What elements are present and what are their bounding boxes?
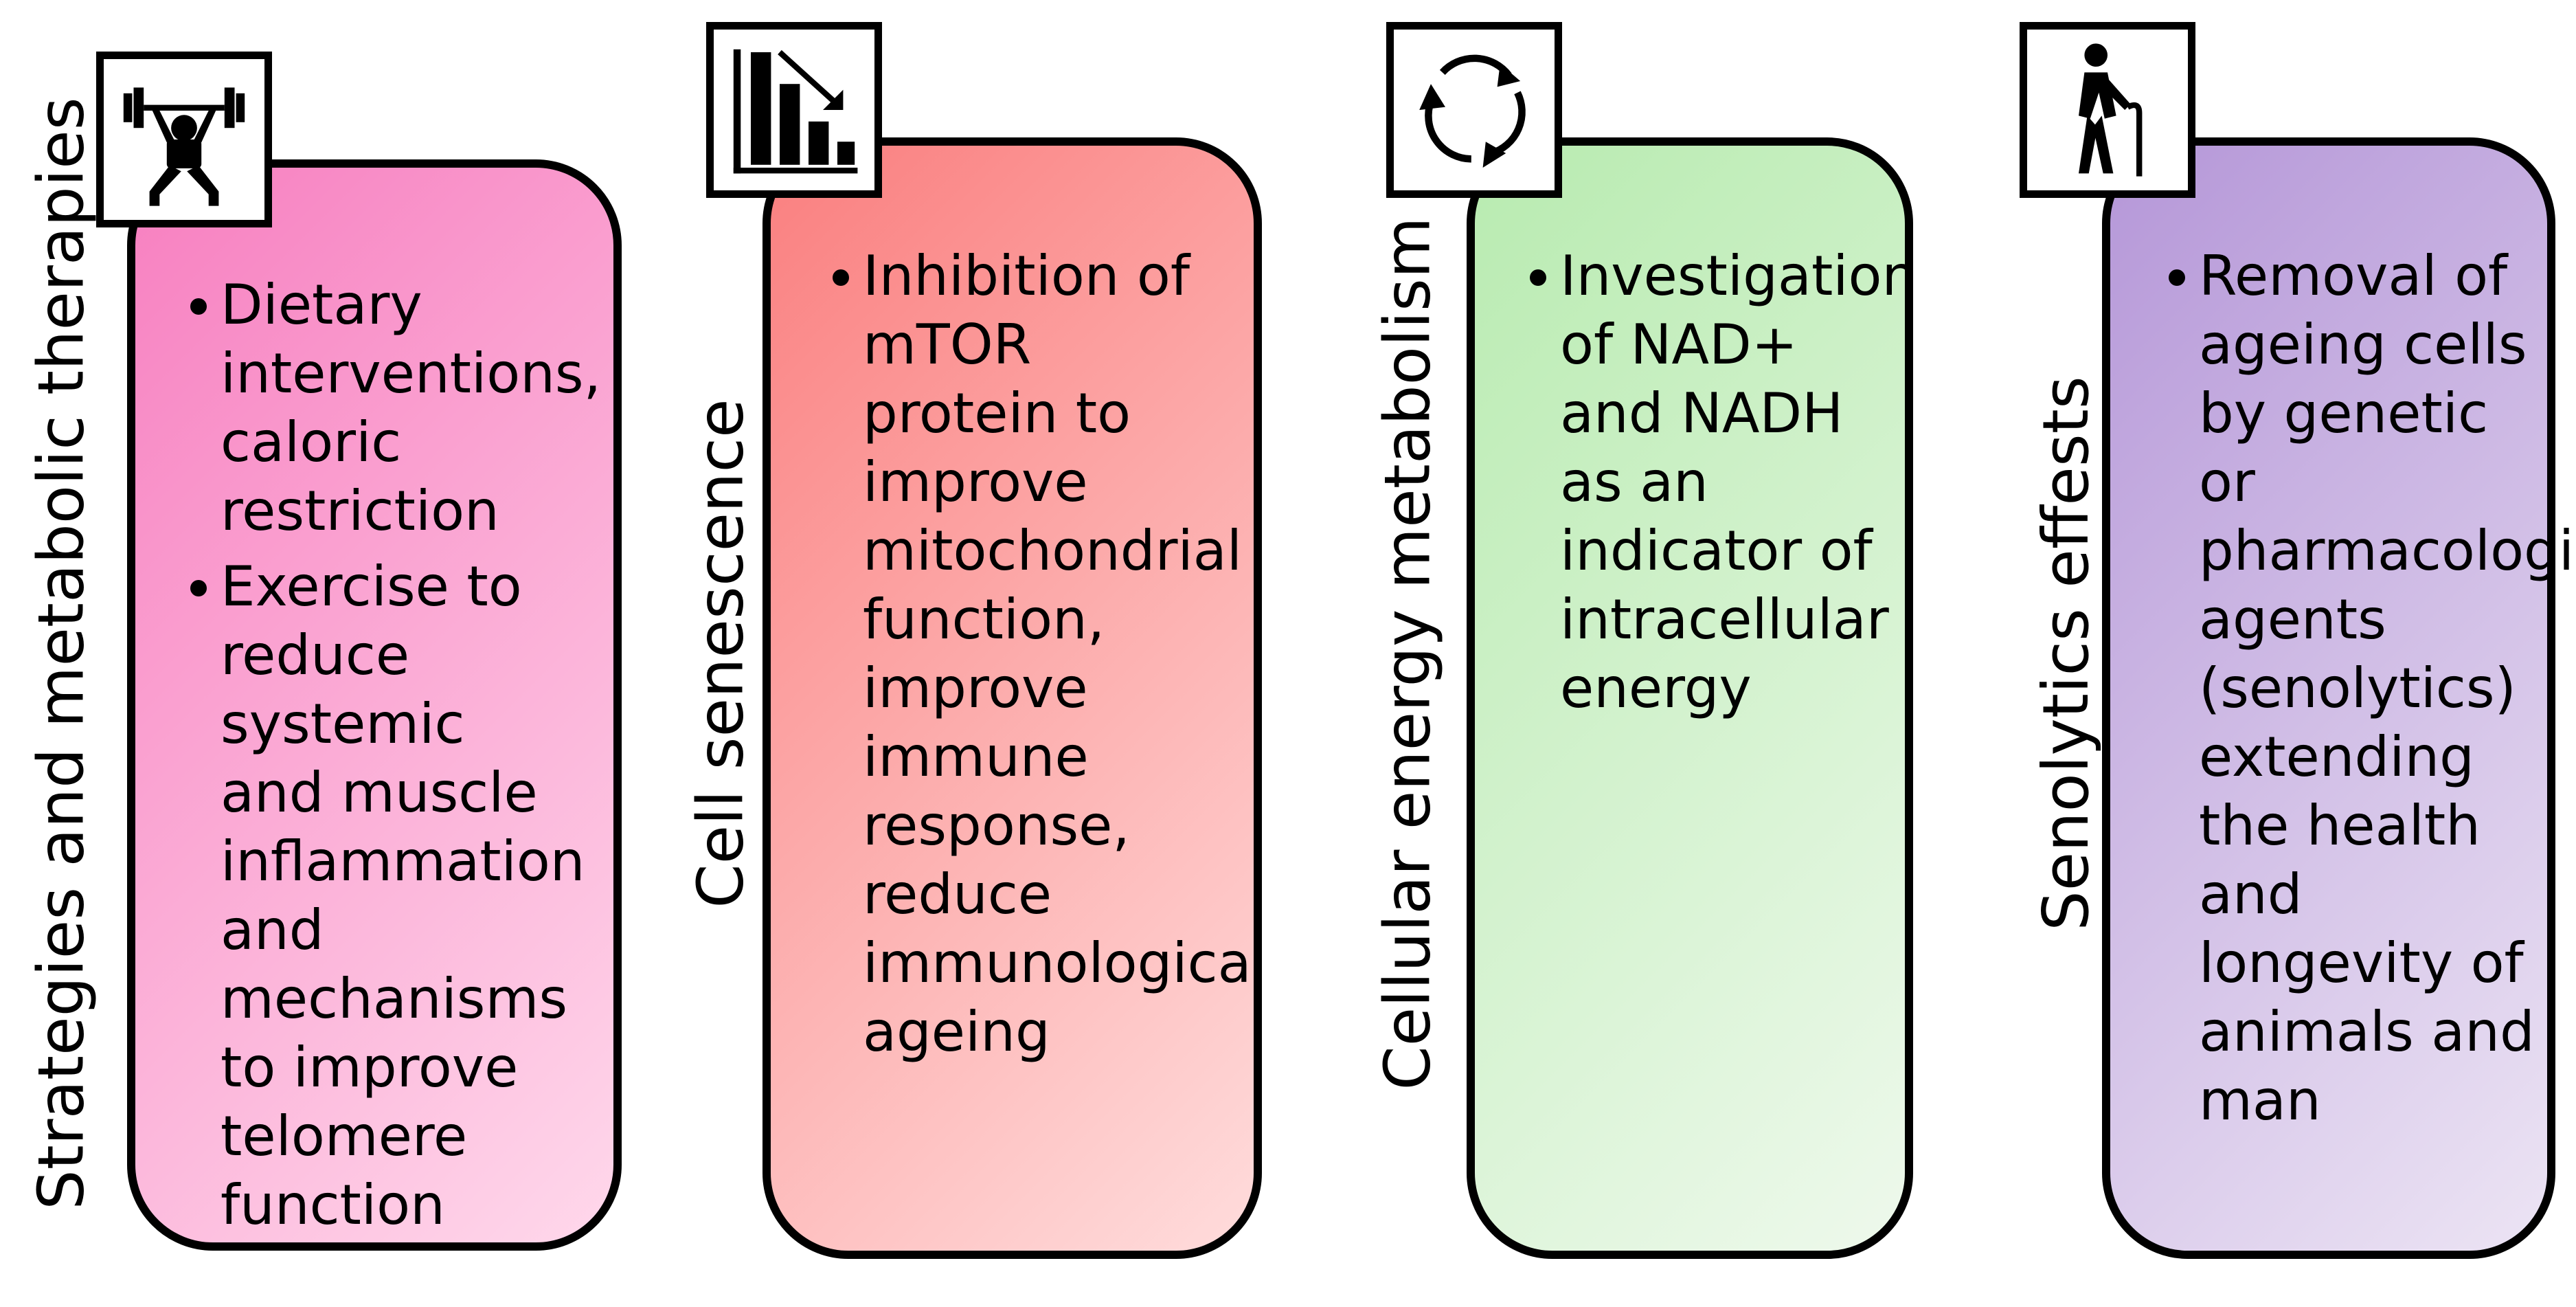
bullet-exercise: Exercise to reduce systemic and muscle i… [190, 552, 585, 1240]
cycle-arrows-icon [1386, 22, 1562, 198]
panel-card-strategies: Dietary interventions, caloric restricti… [127, 159, 622, 1251]
bullet-nad: Investigation of NAD+ and NADH as an ind… [1530, 242, 1917, 723]
panel-card-cellular-energy: Investigation of NAD+ and NADH as an ind… [1467, 137, 1917, 1259]
bullet-dietary: Dietary interventions, caloric restricti… [190, 271, 601, 546]
panel-card-senolytics: Removal of ageing cells by genetic or ph… [2102, 137, 2576, 1259]
bullet-removal: Removal of ageing cells by genetic or ph… [2169, 242, 2576, 1135]
elderly-person-cane-icon [2020, 22, 2195, 198]
panel-title-strategies: Strategies and metabolic therapies [25, 97, 99, 1210]
declining-bar-chart-icon [706, 22, 882, 198]
panel-card-cell-senescence: Inhibition of mTOR protein to improve mi… [762, 137, 1267, 1259]
weightlifter-icon [96, 52, 272, 227]
bullet-mtor: Inhibition of mTOR protein to improve mi… [833, 242, 1267, 1066]
